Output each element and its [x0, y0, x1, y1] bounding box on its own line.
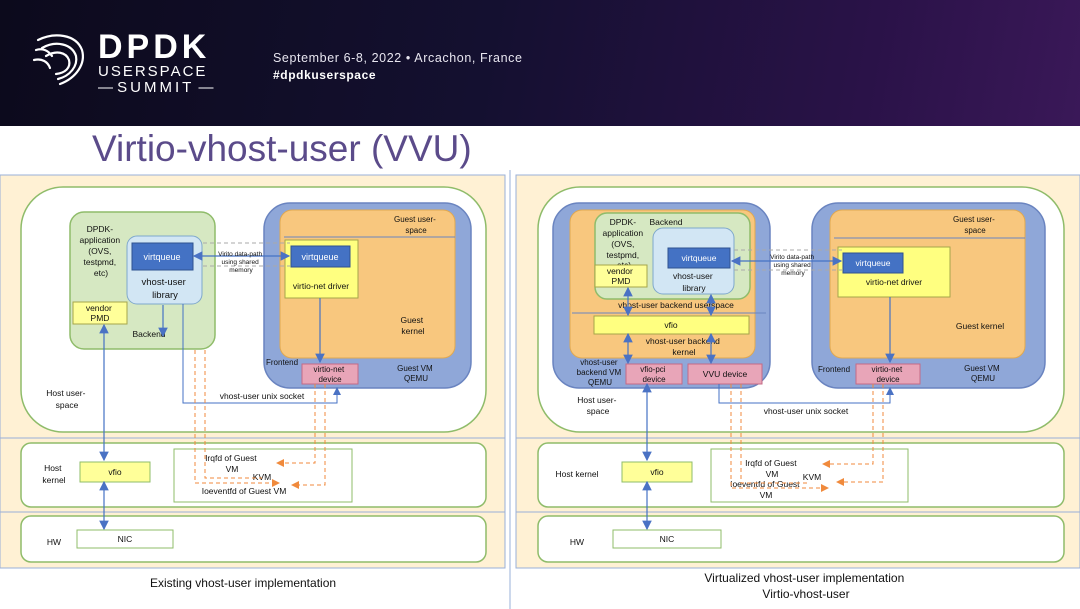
- logo-summit-text: SUMMIT: [117, 79, 195, 96]
- right-hw-box: [537, 515, 1065, 563]
- right-backend-vm-qemu-label: vhost-user backend VM QEMU: [577, 358, 624, 387]
- right-datapath-note: Virito data-path using shared memory: [770, 254, 816, 277]
- right-vhost-user-library-label: vhost-user library: [673, 271, 715, 293]
- left-ioeventfd-path-1: [194, 350, 280, 487]
- right-vfio-pci-device-box: [625, 363, 683, 385]
- left-backend-label: Backend: [132, 329, 165, 339]
- left-unix-socket-label: vhost-user unix socket: [220, 391, 305, 401]
- right-irqfd-path: [822, 384, 874, 468]
- right-irqfd-label: Irqfd of Guest VM: [745, 458, 799, 479]
- right-vfio-inner-box: [593, 315, 750, 335]
- left-dpdk-app-label: DPDK- application (OVS, testpmd, etc): [79, 224, 122, 278]
- left-vfio-box: [79, 461, 151, 483]
- left-caption: Existing vhost-user implementation: [150, 576, 336, 590]
- right-frontend-label: Frontend: [818, 365, 850, 374]
- left-virtqueue-label: virtqueue: [143, 252, 180, 262]
- left-guest-virtqueue-box: [290, 245, 351, 268]
- left-irqfd-label: Irqfd of Guest VM: [205, 453, 259, 474]
- left-virtqueue-box: [131, 242, 194, 271]
- left-nic-box: [76, 529, 174, 549]
- logo-summit: — SUMMIT —: [98, 79, 214, 96]
- left-vhost-user-library-label: vhost-user library: [142, 277, 189, 301]
- left-vfio-label: vfio: [108, 467, 122, 477]
- right-nic-label: NIC: [660, 534, 675, 544]
- right-vendor-pmd-label: vendor PMD: [607, 266, 635, 286]
- right-host-kernel-label: Host kernel: [556, 469, 599, 479]
- right-guest-userspace-label: Guest user- space: [953, 215, 997, 235]
- right-guest-virtqueue-box: [842, 252, 904, 274]
- right-guest-virtqueue-label: virtqueue: [856, 258, 891, 268]
- right-vendor-pmd-box: [594, 264, 648, 288]
- left-host-userspace-label: Host user- space: [46, 388, 88, 410]
- right-virtqueue-label: virtqueue: [682, 253, 717, 263]
- right-vvu-device-box: [687, 363, 763, 385]
- left-virtio-net-driver-label: virtio-net driver: [293, 281, 349, 291]
- left-panel: DPDK- application (OVS, testpmd, etc) vi…: [0, 174, 506, 590]
- left-ioeventfd-path-2: [204, 350, 262, 479]
- right-vfio-inner-label: vfio: [664, 320, 678, 330]
- event-hashtag: #dpdkuserspace: [273, 68, 377, 82]
- right-virtqueue-box: [667, 247, 731, 269]
- right-ioeventfd-label: Ioeventfd of Guest VM: [730, 479, 802, 500]
- right-ioeventfd-path-1: [730, 384, 829, 492]
- right-nic-box: [612, 529, 722, 549]
- logo-dpdk: DPDK: [98, 28, 211, 66]
- left-host-kernel-label: Host kernel: [42, 463, 65, 485]
- right-panel: DPDK- application (OVS, testpmd, etc) Ba…: [515, 174, 1080, 601]
- left-virtio-net-device-label: virtio-net device: [314, 365, 347, 384]
- left-irqfd-path: [276, 384, 316, 467]
- left-kvm-box: [173, 448, 353, 503]
- right-unix-socket-label: vhost-user unix socket: [764, 406, 849, 416]
- right-virtio-net-driver-label: virtio-net driver: [866, 277, 922, 287]
- right-kvm-box: [710, 448, 909, 503]
- right-hw-label: HW: [570, 537, 584, 547]
- right-backend-kernel-label: vhost-user backend kernel: [646, 336, 723, 357]
- left-ioeventfd-label: Ioeventfd of Guest VM: [202, 486, 287, 496]
- left-frontend-label: Frontend: [266, 358, 298, 367]
- right-vfio-label: vfio: [650, 467, 664, 477]
- left-guest-virtqueue-label: virtqueue: [301, 252, 338, 262]
- logo-userspace: USERSPACE: [98, 63, 208, 80]
- right-ioeventfd-path-2: [740, 384, 808, 484]
- right-unix-socket-line: [718, 384, 894, 404]
- left-datapath-note: Virito data-path using shared memory: [218, 251, 264, 274]
- right-guest-vm-qemu-label: Guest VM QEMU: [964, 364, 1002, 383]
- left-virtio-net-device-box: [301, 363, 359, 385]
- header-banner: DPDK USERSPACE — SUMMIT — September 6-8,…: [0, 0, 1080, 126]
- left-hw-label: HW: [47, 537, 61, 547]
- right-vfio-pci-device-label: vfio-pci device: [640, 365, 668, 384]
- slide-title: Virtio-vhost-user (VVU): [92, 128, 472, 169]
- right-kvm-path: [836, 384, 884, 486]
- left-kvm-label: KVM: [253, 472, 271, 482]
- left-guest-userspace-label: Guest user- space: [394, 215, 438, 235]
- left-kvm-path: [291, 384, 326, 489]
- right-backend-userspace-label: vhost-user backend userspace: [618, 300, 734, 310]
- right-guest-kernel-label: Guest kernel: [956, 321, 1004, 331]
- left-unix-socket-line: [182, 304, 341, 404]
- left-guest-vm-qemu-label: Guest VM QEMU: [397, 364, 435, 383]
- right-vvu-device-label: VVU device: [703, 369, 748, 379]
- right-vfio-box: [621, 461, 693, 483]
- dpdk-logo-icon: [32, 34, 84, 86]
- left-hw-box: [20, 515, 487, 563]
- left-vendor-pmd-label: vendor PMD: [86, 303, 114, 323]
- left-guest-kernel-label: Guest kernel: [400, 315, 425, 336]
- event-date: September 6-8, 2022 • Arcachon, France: [273, 51, 523, 65]
- right-host-userspace-label: Host user- space: [577, 395, 619, 416]
- right-virtio-net-device-label: virtio-net device: [872, 365, 905, 384]
- right-backend-label: Backend: [649, 217, 682, 227]
- right-kvm-label: KVM: [803, 472, 821, 482]
- right-caption: Virtualized vhost-user implementation Vi…: [704, 571, 907, 601]
- left-nic-label: NIC: [118, 534, 133, 544]
- right-virtio-net-device-box: [855, 363, 921, 385]
